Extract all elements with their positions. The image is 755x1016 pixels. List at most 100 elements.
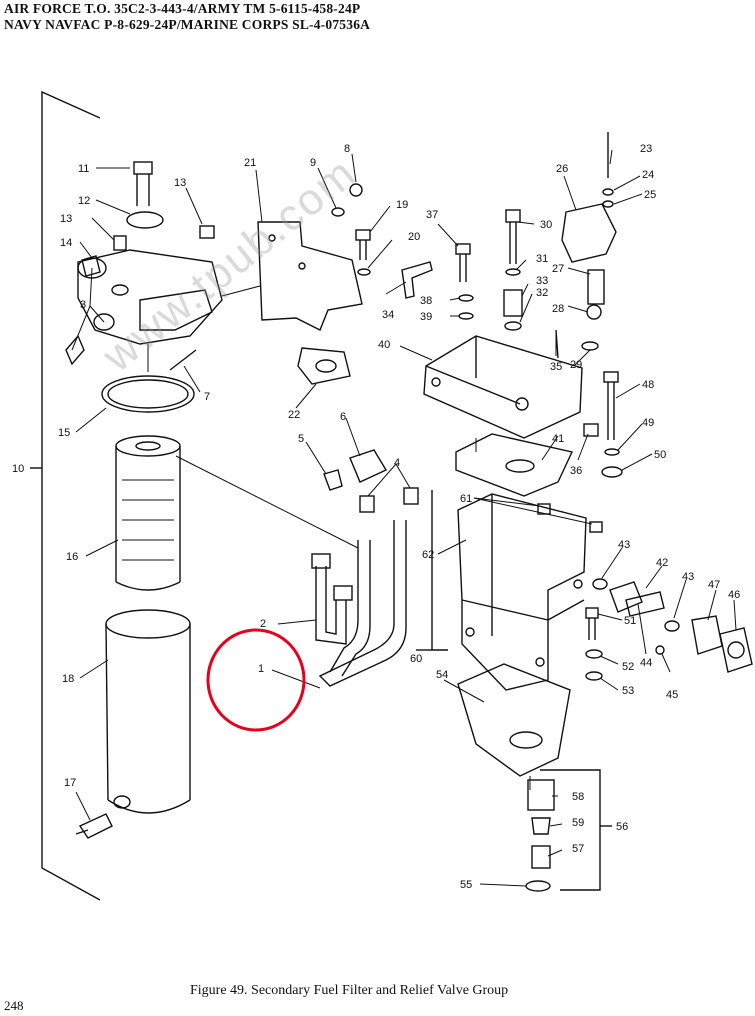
callout-62: 62: [422, 549, 434, 561]
callout-7: 7: [204, 391, 210, 403]
callout-31: 31: [536, 253, 548, 265]
callout-18: 18: [62, 673, 74, 685]
callout-40: 40: [378, 339, 390, 351]
callout-28: 28: [552, 303, 564, 315]
callout-13b: 13: [60, 213, 72, 225]
callout-12: 12: [78, 195, 90, 207]
assembly-bracket-10: [30, 90, 101, 901]
cover-46-hole: [727, 641, 745, 659]
washer-12: [126, 211, 164, 229]
tee-6: [349, 449, 388, 483]
callout-58: 58: [572, 791, 584, 803]
handle-34: [401, 261, 433, 299]
figure-caption: Figure 49. Secondary Fuel Filter and Rel…: [190, 983, 509, 998]
callout-57: 57: [572, 843, 584, 855]
drain-plug-17: [75, 813, 113, 839]
callout-21: 21: [244, 157, 256, 169]
valve-58: [527, 779, 555, 811]
bolt-37: [455, 243, 471, 282]
washer-38: [458, 294, 474, 302]
ball-28: [586, 304, 602, 320]
callout-17: 17: [64, 777, 76, 789]
plug-36: [583, 423, 599, 437]
callout-55: 55: [460, 879, 472, 891]
screw-7: [169, 349, 197, 371]
filter-case-18: [105, 609, 191, 814]
callout-47: 47: [708, 579, 720, 591]
washer-50: [601, 466, 623, 478]
plug-13-left: [113, 235, 127, 251]
callout-43b: 43: [682, 571, 694, 583]
spring-44: [625, 591, 665, 617]
callout-46: 46: [728, 589, 740, 601]
callout-59: 59: [572, 817, 584, 829]
callout-4: 4: [394, 457, 400, 469]
spacer-33: [503, 289, 523, 317]
callout-16: 16: [66, 551, 78, 563]
washer-24: [602, 188, 614, 196]
gasket-47: [691, 615, 723, 655]
washer-9: [331, 207, 345, 217]
callout-43a: 43: [618, 539, 630, 551]
callout-61: 61: [460, 493, 472, 505]
plug-13-top: [199, 225, 215, 239]
nut-8: [349, 183, 363, 197]
callout-45: 45: [666, 689, 678, 701]
header-line-1: AIR FORCE T.O. 35C2-3-443-4/ARMY TM 5-61…: [4, 1, 361, 16]
callout-53: 53: [622, 685, 634, 697]
tube-2: [311, 553, 353, 645]
callout-6: 6: [340, 411, 346, 423]
filter-head: [65, 249, 223, 366]
callout-11: 11: [78, 163, 89, 175]
leader-lines: [71, 149, 737, 887]
callout-29: 29: [570, 359, 582, 371]
callout-39: 39: [420, 311, 432, 323]
washer-31: [505, 268, 521, 276]
highlight-circle: [206, 628, 306, 732]
seal-25: [602, 200, 614, 208]
plug-61-a: [537, 503, 551, 515]
callout-50: 50: [654, 449, 666, 461]
fitting-4-right: [403, 487, 419, 505]
sleeve-42: [609, 581, 643, 613]
cover-46: [719, 627, 753, 673]
callout-54: 54: [436, 669, 448, 681]
callout-26: 26: [556, 163, 568, 175]
callout-35: 35: [550, 361, 562, 373]
plug-61-b: [589, 521, 603, 533]
callout-25: 25: [644, 189, 656, 201]
bracket-21: [257, 221, 363, 331]
bolt-19: [355, 229, 371, 260]
callout-labels: 1 2 3 4 5 6 7 8 9 10 11 12 13 13 14 15 1…: [12, 143, 740, 891]
elbow-5: [323, 469, 343, 491]
seat-57: [531, 845, 551, 869]
gasket-15: [101, 375, 195, 413]
callout-9: 9: [310, 157, 316, 169]
washer-52: [585, 649, 603, 659]
callout-15: 15: [58, 427, 70, 439]
seal-32: [504, 321, 522, 331]
callout-30: 30: [540, 219, 552, 231]
bolt-48: [603, 371, 619, 440]
callout-24: 24: [642, 169, 654, 181]
callout-20: 20: [408, 231, 420, 243]
callout-37: 37: [426, 209, 438, 221]
adapter-body-62: [457, 493, 587, 691]
callout-44: 44: [640, 657, 652, 669]
callout-38: 38: [420, 295, 432, 307]
callout-42: 42: [656, 557, 668, 569]
gasket-22-hole: [315, 359, 337, 373]
callout-14: 14: [60, 237, 72, 249]
gasket-54: [457, 663, 571, 777]
seal-43-right: [664, 620, 680, 632]
bracket-56: [540, 769, 601, 891]
callout-60: 60: [410, 653, 422, 665]
seal-29: [581, 341, 599, 351]
relief-valve-housing-26: [561, 203, 617, 263]
header-line-2: NAVY NAVFAC P-8-629-24P/MARINE CORPS SL-…: [4, 17, 371, 32]
callout-1: 1: [258, 663, 264, 675]
bolt-11: [133, 161, 153, 206]
callout-41: 41: [552, 433, 564, 445]
callout-56: 56: [616, 821, 628, 833]
callout-33: 33: [536, 275, 548, 287]
